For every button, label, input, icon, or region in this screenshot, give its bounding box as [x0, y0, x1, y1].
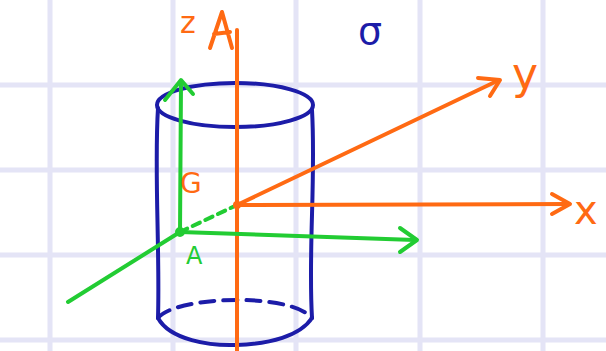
axis-label: y [512, 52, 538, 96]
point-label: A [186, 244, 202, 268]
sigma-label: σ [358, 12, 382, 50]
axis-label: z [180, 8, 196, 38]
axis-label: x [574, 190, 598, 230]
point-label: G [180, 170, 202, 198]
